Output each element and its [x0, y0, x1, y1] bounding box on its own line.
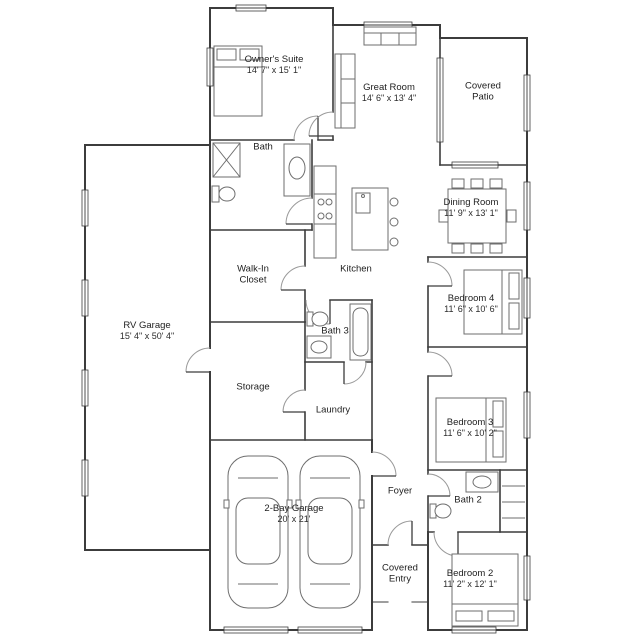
interior-walls [209, 24, 528, 546]
room-label-owners-suite: Owner's Suite 14' 7" x 15' 1" [245, 54, 304, 76]
stove-icon [313, 193, 337, 225]
door-icon [285, 197, 313, 225]
door-icon [282, 389, 306, 413]
room-dims: 11' 2" x 12' 1" [443, 579, 497, 590]
window-icon [81, 459, 89, 497]
room-name: Dining Room [443, 196, 499, 208]
door-icon [185, 347, 211, 373]
window-icon [523, 555, 531, 601]
window-icon [206, 47, 214, 87]
window-icon [235, 4, 267, 12]
toilet-icon [211, 185, 236, 203]
room-dims: 14' 6" x 13' 4" [361, 93, 417, 104]
room-dims: 20' x 21' [277, 514, 311, 525]
room-label-rv-garage: RV Garage 15' 4" x 50' 4" [120, 320, 174, 342]
bed-icon [435, 397, 507, 463]
window-icon [523, 74, 531, 132]
sink-icon [283, 143, 311, 197]
room-name: Walk-In Closet [237, 263, 269, 286]
window-icon [451, 626, 497, 634]
room-name: Bedroom 4 [447, 292, 495, 304]
window-icon [523, 277, 531, 319]
front-door-icon [387, 520, 413, 546]
bed-icon [213, 45, 263, 117]
sink-icon [306, 335, 332, 359]
room-dims: 11' 9" x 13' 1" [444, 208, 498, 219]
window-icon [523, 181, 531, 231]
toilet-icon [306, 311, 329, 327]
window-icon [451, 161, 499, 169]
room-dims: 11' 6" x 10' 6" [444, 304, 498, 315]
room-label-bath-3: Bath 3 [321, 325, 348, 336]
room-name: Owner's Suite [244, 53, 304, 65]
room-label-bedroom-3: Bedroom 3 11' 6" x 10' 2" [443, 417, 497, 439]
room-name: RV Garage [123, 319, 171, 331]
doors [185, 111, 459, 557]
room-name: Storage [236, 381, 270, 393]
couch-icon [334, 53, 356, 129]
sofa-icon [363, 26, 417, 46]
kitchen-island-icon [351, 187, 399, 251]
window-icon [523, 391, 531, 439]
room-dims: 14' 7" x 15' 1" [246, 65, 302, 76]
door-icon [433, 531, 459, 557]
door-icon [280, 265, 306, 291]
room-name: Kitchen [340, 263, 372, 275]
dining-table-icon [438, 178, 517, 254]
room-label-bedroom-2: Bedroom 2 11' 2" x 12' 1" [443, 568, 497, 590]
room-name: Bedroom 3 [446, 416, 494, 428]
linen-shelves [502, 485, 525, 519]
room-label-laundry: Laundry [316, 404, 350, 415]
bathtub-icon [349, 303, 372, 361]
door-icon [427, 261, 453, 287]
room-name: Bath 2 [454, 494, 482, 506]
window-icon [81, 279, 89, 317]
door-icon [427, 473, 451, 497]
toilet-icon [429, 503, 452, 519]
garage-door-icon [297, 626, 363, 634]
room-label-bath-2: Bath 2 [454, 494, 481, 505]
door-icon [427, 351, 453, 377]
room-label-storage: Storage [236, 381, 269, 392]
room-name: Foyer [387, 485, 413, 497]
windows [81, 4, 531, 634]
room-name: Covered Patio [465, 80, 501, 103]
room-label-foyer: Foyer [388, 485, 412, 496]
bed-icon [463, 269, 523, 335]
room-name: Laundry [315, 404, 351, 416]
fixtures [211, 26, 525, 627]
room-name: Covered Entry [382, 562, 418, 585]
room-name: 2-Bay Garage [264, 502, 324, 514]
room-dims: 15' 4" x 50' 4" [119, 331, 175, 342]
room-name: Bath [253, 141, 273, 153]
sliding-door-icon [436, 57, 444, 143]
window-icon [81, 189, 89, 227]
room-name: Great Room [363, 81, 415, 93]
sink-icon [465, 471, 499, 493]
room-name: Bedroom 2 [446, 567, 494, 579]
door-icon [308, 111, 334, 137]
garage-door-icon [223, 626, 289, 634]
rv-garage-walls [84, 144, 211, 551]
window-icon [81, 369, 89, 407]
room-label-walk-in-closet: Walk-In Closet [227, 264, 279, 287]
door-icon [371, 451, 397, 477]
bed-icon [451, 553, 519, 627]
room-dims: 11' 6" x 10' 2" [443, 428, 497, 439]
room-label-2-bay-garage: 2-Bay Garage 20' x 21' [264, 503, 323, 525]
shower-icon [212, 142, 241, 178]
door-icon [343, 361, 367, 385]
car-icon [295, 455, 365, 609]
room-label-covered-entry: Covered Entry [374, 563, 426, 586]
car-icon [223, 455, 293, 609]
room-label-covered-patio: Covered Patio [457, 81, 509, 104]
room-label-dining-room: Dining Room 11' 9" x 13' 1" [444, 197, 499, 219]
room-label-great-room: Great Room 14' 6" x 13' 4" [362, 82, 416, 104]
room-name: Bath 3 [321, 325, 349, 337]
room-label-bedroom-4: Bedroom 4 11' 6" x 10' 6" [444, 293, 498, 315]
room-label-kitchen: Kitchen [340, 263, 372, 274]
room-label-bath: Bath [253, 141, 273, 152]
